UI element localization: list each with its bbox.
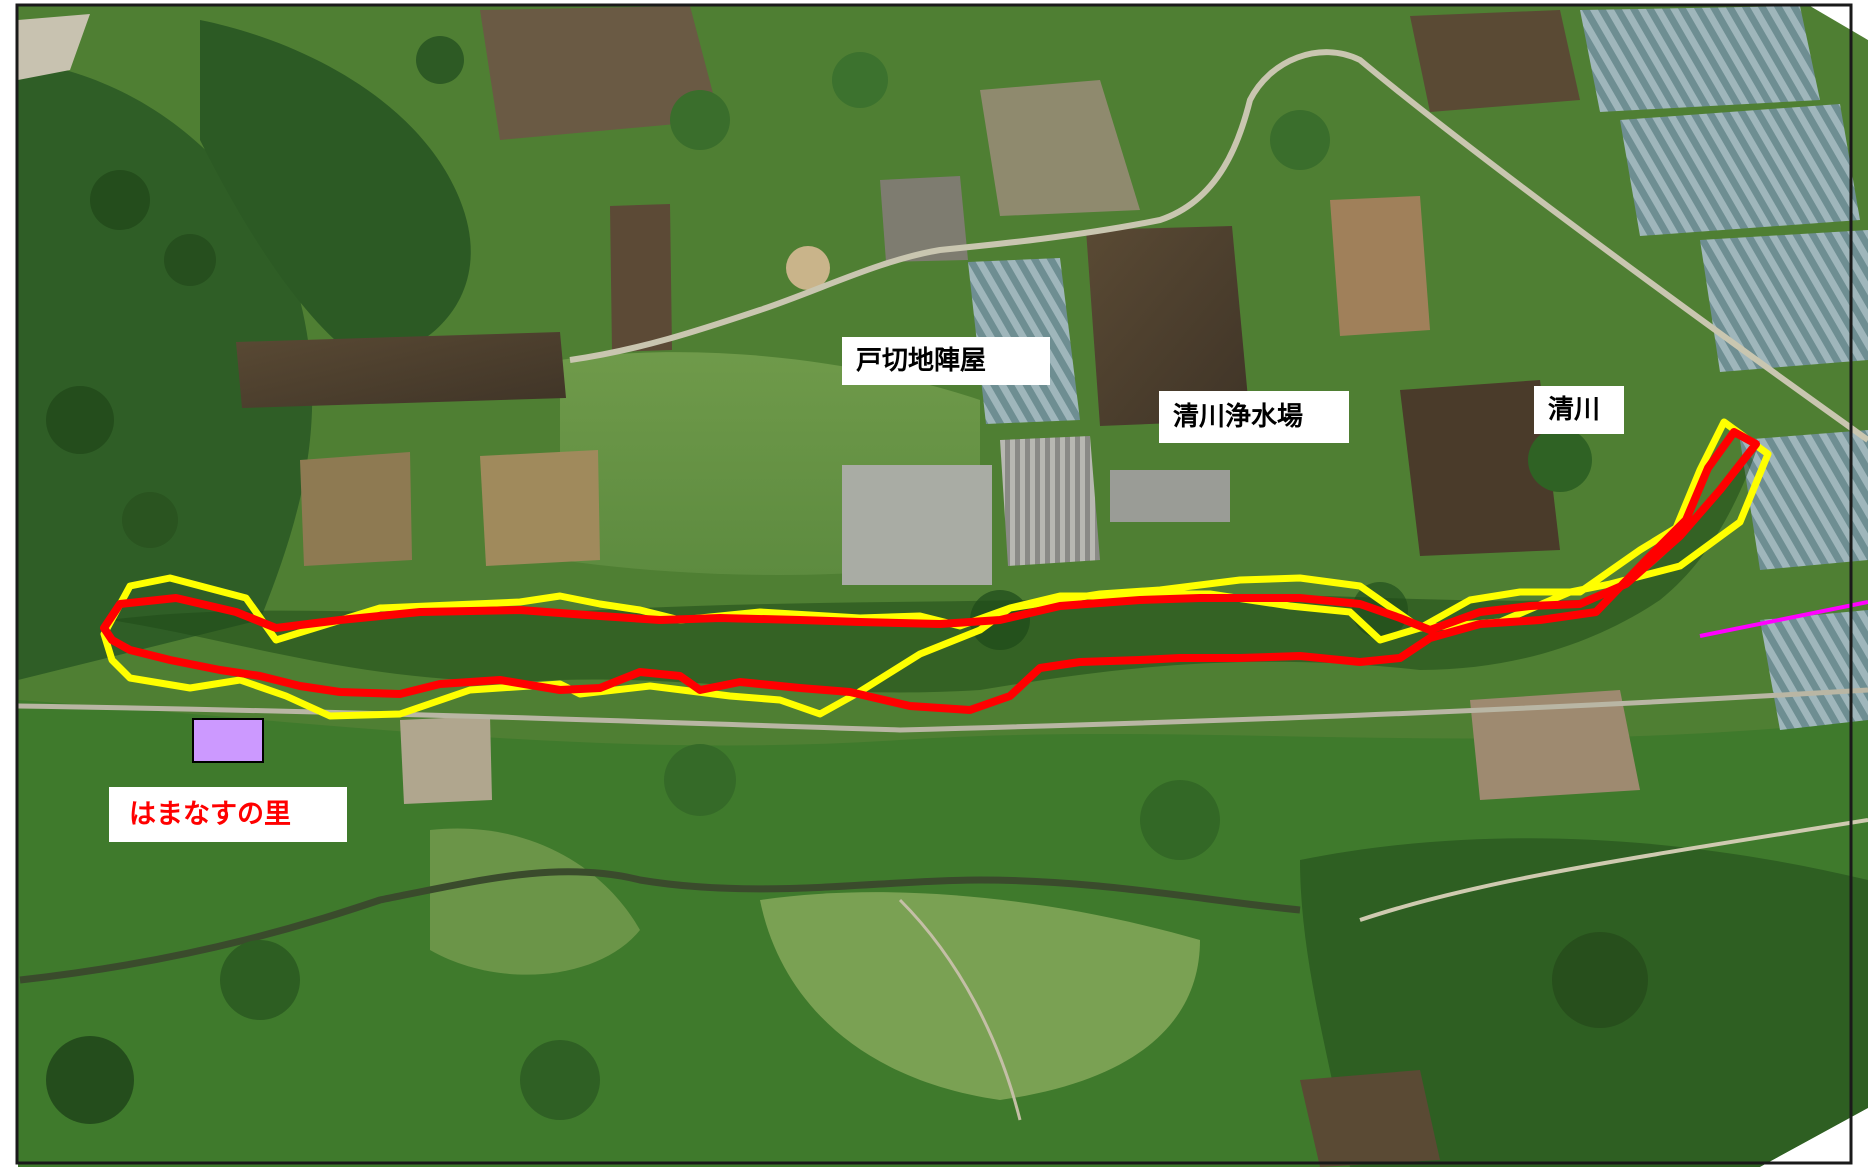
inner-boundary	[100, 428, 1760, 714]
river-corridor	[110, 440, 1760, 693]
page-corner-top-right	[1810, 0, 1868, 40]
page-corner-bottom-right	[1760, 1108, 1868, 1167]
developed-areas	[18, 14, 1640, 804]
label-kiyokawa: 清川	[1534, 386, 1624, 434]
roads	[17, 49, 1868, 1121]
label-tokiri-jinya: 戸切地陣屋	[842, 337, 1050, 385]
connector-line	[1699, 600, 1868, 638]
label-kiyokawa-water-plant: 清川浄水場	[1159, 391, 1349, 443]
tree-texture	[46, 36, 1648, 1124]
label-hamanasu-no-sato: はまなすの里	[109, 787, 347, 842]
map-border	[15, 3, 1853, 1165]
facility-marker	[192, 718, 264, 763]
farmland	[236, 6, 1868, 1167]
